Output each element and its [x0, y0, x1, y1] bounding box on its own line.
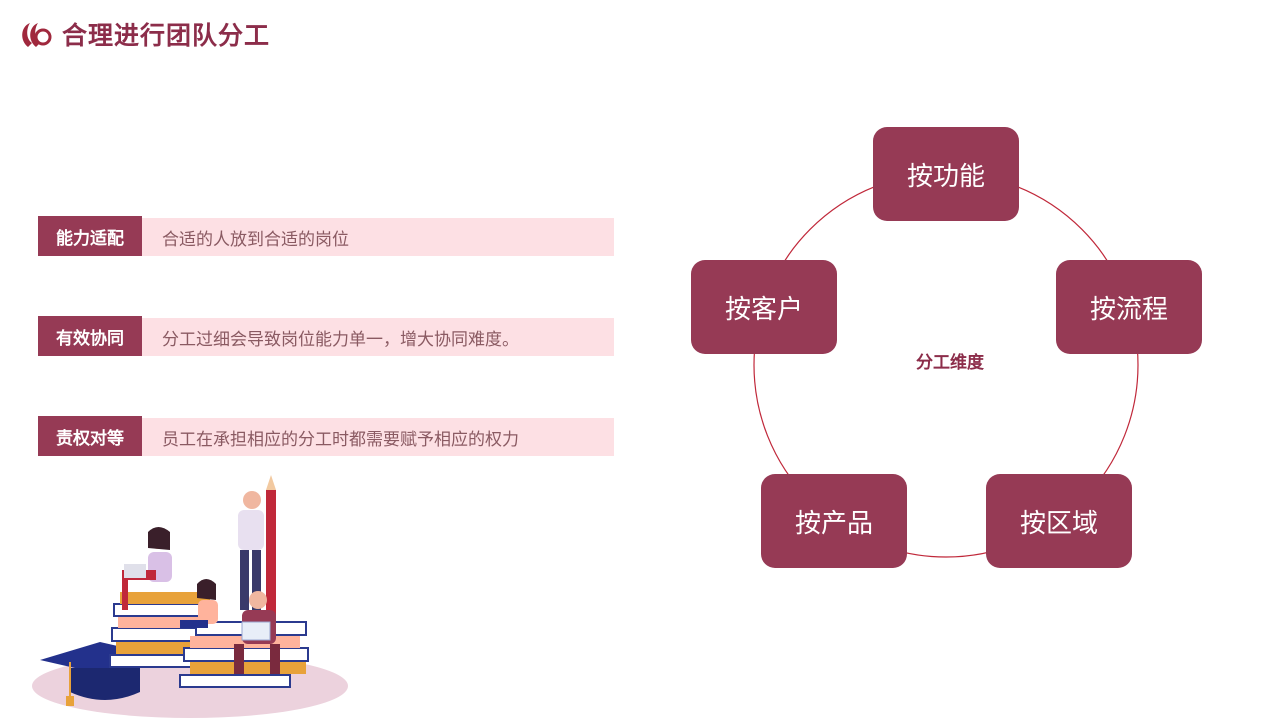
brand-swirl-icon: [22, 23, 52, 47]
node-product: 按产品: [761, 474, 907, 568]
principle-row: 责权对等 员工在承担相应的分工时都需要赋予相应的权力: [38, 416, 614, 456]
node-process: 按流程: [1056, 260, 1202, 354]
people-on-books-illustration: [32, 475, 348, 718]
center-label: 分工维度: [916, 353, 984, 373]
principle-tag: 责权对等: [38, 416, 142, 456]
page-title: 合理进行团队分工: [62, 21, 271, 50]
principle-tag: 能力适配: [38, 216, 142, 256]
principle-text: 员工在承担相应的分工时都需要赋予相应的权力: [142, 418, 614, 456]
header: 合理进行团队分工: [18, 14, 270, 54]
principle-row: 能力适配 合适的人放到合适的岗位: [38, 216, 614, 256]
principle-row: 有效协同 分工过细会导致岗位能力单一，增大协同难度。: [38, 316, 614, 356]
division-diagram: 分工维度 按功能 按流程 按区域 按产品 按客户: [660, 100, 1260, 600]
node-function: 按功能: [873, 127, 1019, 221]
principle-text: 合适的人放到合适的岗位: [142, 218, 614, 256]
node-customer: 按客户: [691, 260, 837, 354]
principle-tag: 有效协同: [38, 316, 142, 356]
node-region: 按区域: [986, 474, 1132, 568]
principle-text: 分工过细会导致岗位能力单一，增大协同难度。: [142, 318, 614, 356]
